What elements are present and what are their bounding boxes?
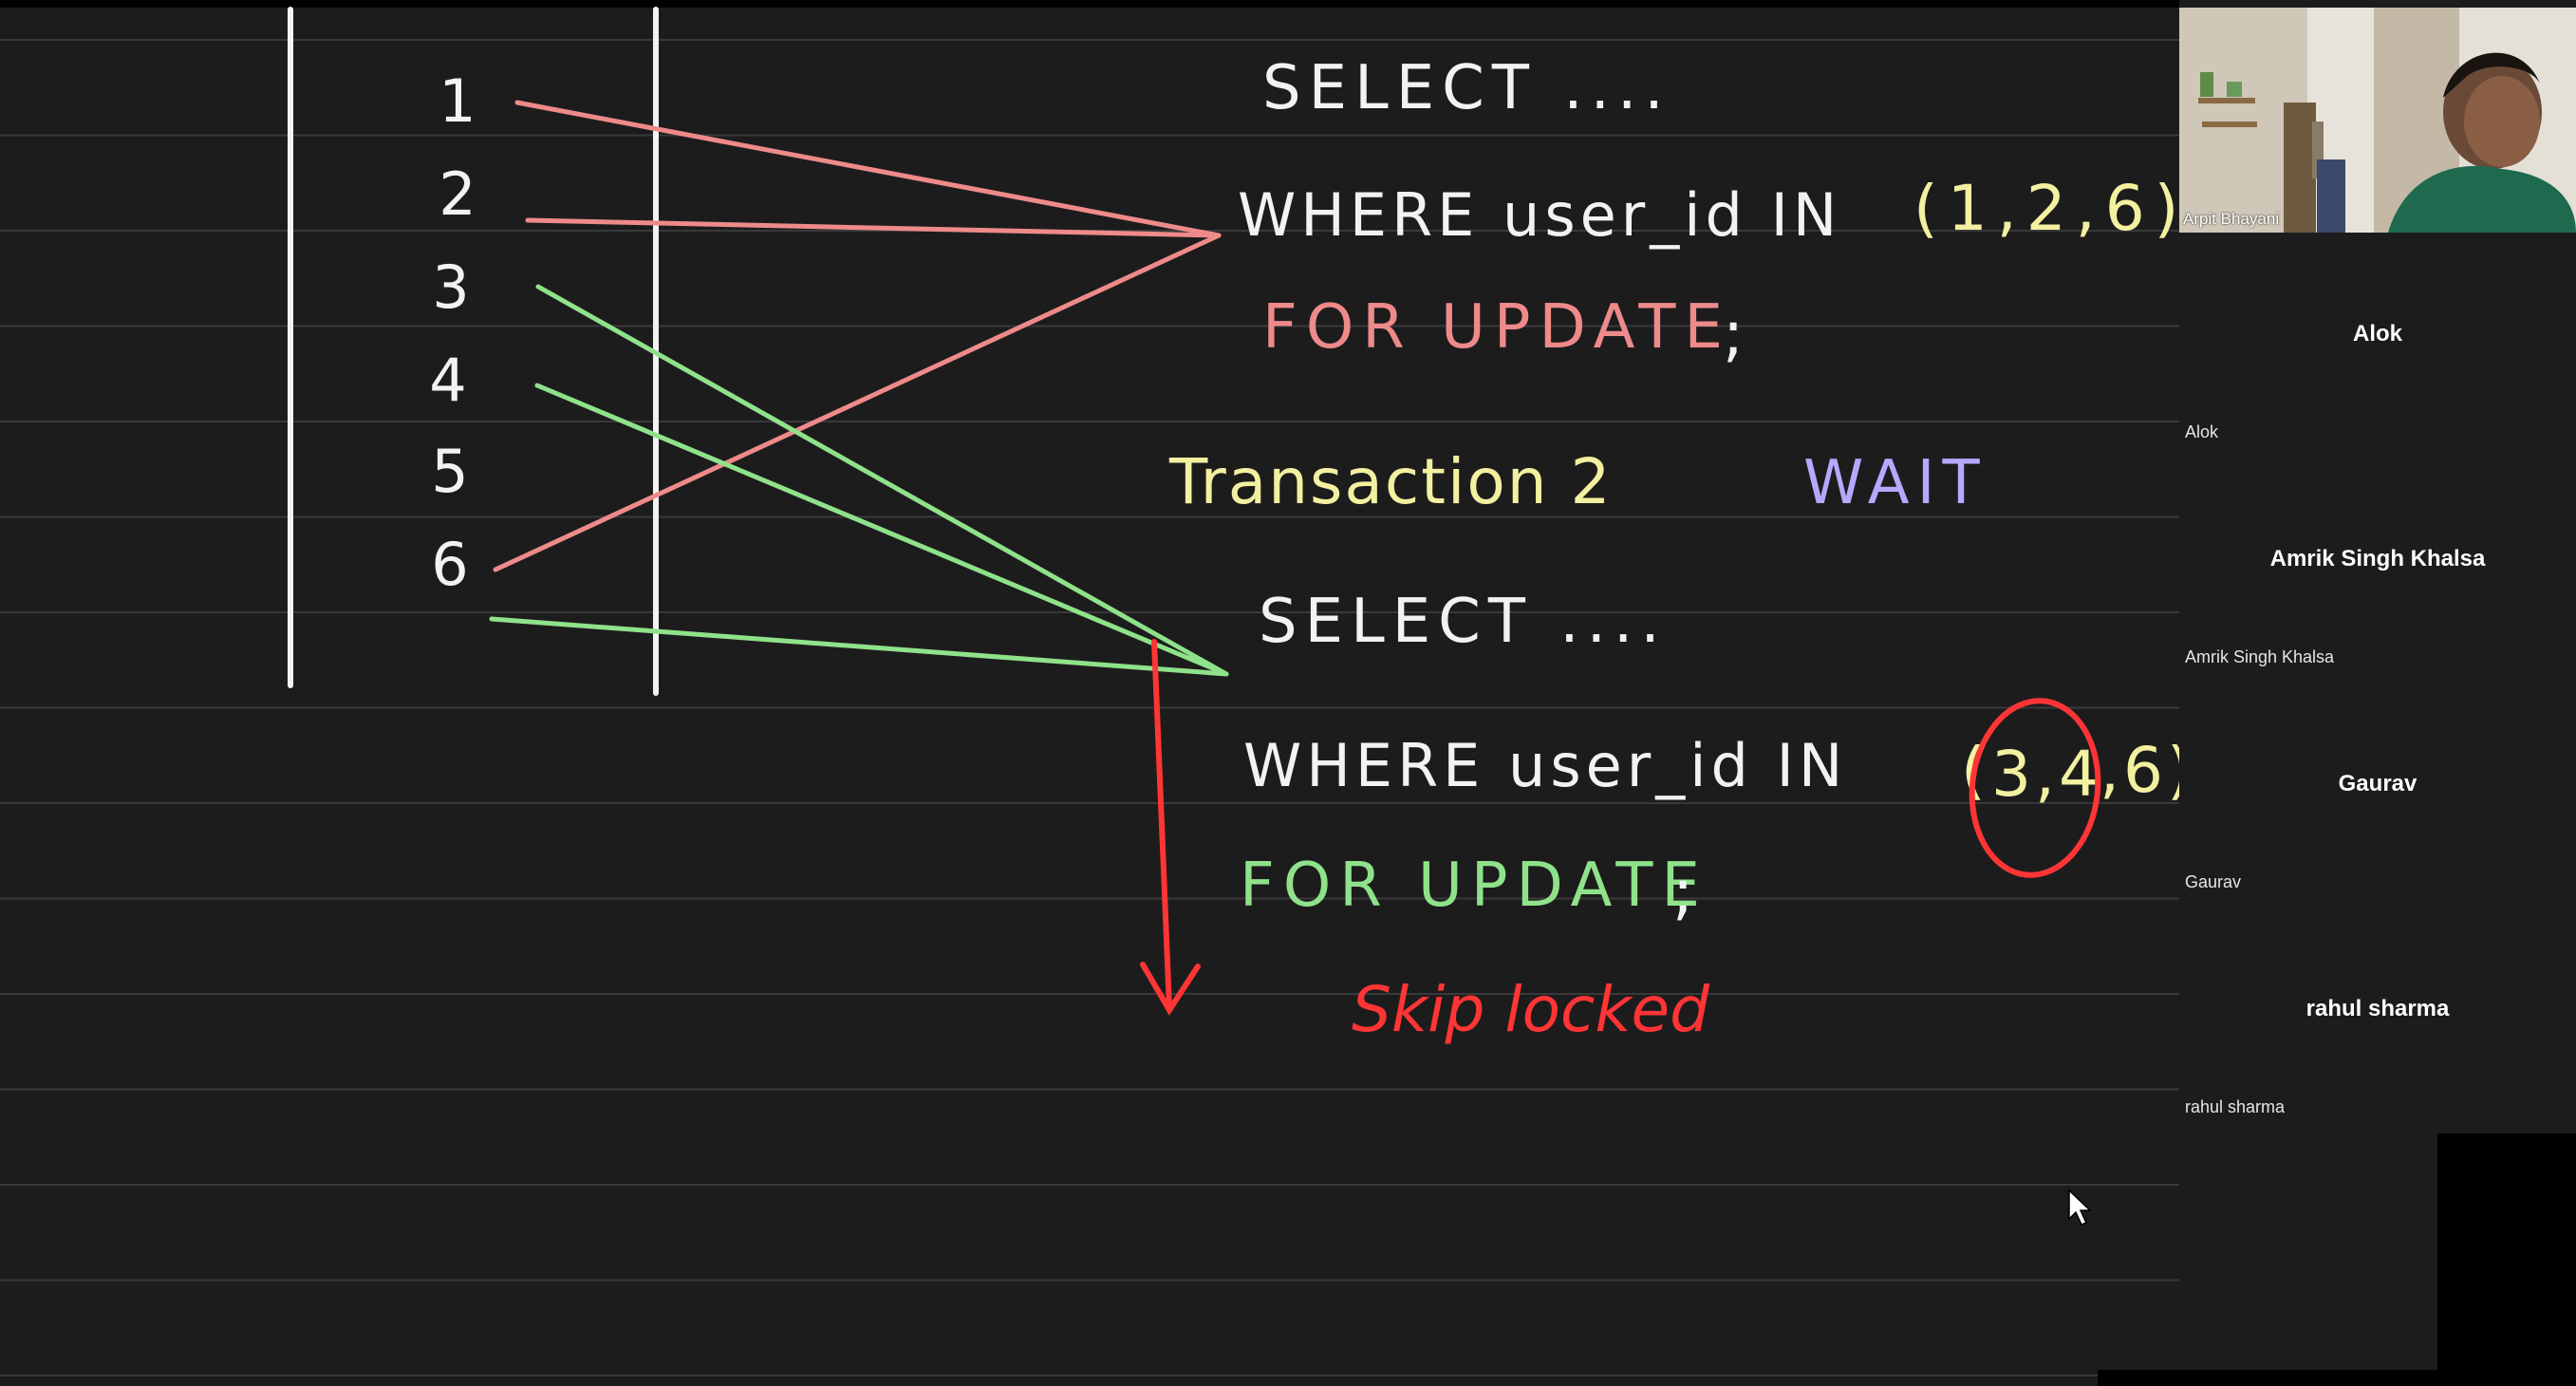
t1-select-line: SELECT ....: [1262, 53, 1671, 123]
whiteboard-canvas: 1 2 3 4 5 6 SELECT .... WHERE user_id IN…: [0, 7, 2179, 1377]
presenter-name-label: Arpit Bhayani: [2183, 210, 2280, 228]
row-number-5: 5: [431, 437, 468, 506]
mouse-cursor-icon: [2068, 1189, 2092, 1226]
participant-tile-gaurav[interactable]: Gaurav Gaurav: [2179, 683, 2576, 908]
ruled-lines: [0, 39, 2179, 1377]
row-number-6: 6: [431, 530, 468, 599]
empty-corner: [2437, 1133, 2576, 1386]
participant-display-name: Gaurav: [2338, 771, 2417, 796]
t2-id-circled: 3,4: [1991, 738, 2102, 811]
presenter-video[interactable]: Arpit Bhayani: [2179, 8, 2576, 233]
row-number-4: 4: [429, 346, 466, 415]
t2-semicolon: ;: [1672, 855, 1693, 928]
t1-id-list: (1,2,6): [1913, 172, 2179, 245]
row-number-1: 1: [439, 66, 476, 136]
transaction-2-label: Transaction 2: [1168, 445, 1613, 518]
t2-select-line: SELECT ....: [1259, 587, 1668, 657]
participant-tile-rahul[interactable]: rahul sharma rahul sharma: [2179, 908, 2576, 1133]
presenter-video-frame: [2179, 8, 2576, 233]
participant-name-label: rahul sharma: [2185, 1097, 2286, 1116]
t2-where-line: WHERE user_id IN: [1243, 731, 1847, 800]
t1-connector-lines: [493, 100, 1222, 572]
participant-name-label: Alok: [2185, 422, 2219, 441]
t2-id-rest: ,6): [2100, 734, 2179, 807]
top-edge-bar: [0, 0, 2576, 8]
participant-name-label: Amrik Singh Khalsa: [2185, 647, 2335, 666]
empty-strip: [2098, 1370, 2576, 1386]
participant-display-name: rahul sharma: [2305, 996, 2450, 1021]
participant-display-name: Alok: [2352, 321, 2402, 346]
t2-for-update: FOR UPDATE: [1240, 851, 1708, 921]
t1-for-update: FOR UPDATE: [1262, 292, 1731, 363]
participants-panel: Arpit Bhayani Alok Alok Amrik Singh Khal…: [2179, 0, 2576, 1386]
participant-tile-alok[interactable]: Alok Alok: [2179, 233, 2576, 458]
row-number-2: 2: [439, 159, 476, 229]
participant-display-name: Amrik Singh Khalsa: [2269, 546, 2486, 571]
whiteboard: 1 2 3 4 5 6 SELECT .... WHERE user_id IN…: [0, 7, 2179, 1377]
row-number-3: 3: [432, 253, 469, 322]
locked-ids-circle: [1969, 698, 2101, 878]
t1-where-line: WHERE user_id IN: [1238, 180, 1841, 250]
t1-semicolon: ;: [1723, 297, 1744, 370]
participant-tile-amrik[interactable]: Amrik Singh Khalsa Amrik Singh Khalsa: [2179, 458, 2576, 683]
t2-connector-lines: [489, 284, 1229, 677]
skip-locked-note: Skip locked: [1352, 973, 1710, 1046]
wait-label: WAIT: [1803, 448, 1988, 518]
skip-arrow: [1140, 639, 1201, 1016]
participant-name-label: Gaurav: [2185, 872, 2242, 891]
